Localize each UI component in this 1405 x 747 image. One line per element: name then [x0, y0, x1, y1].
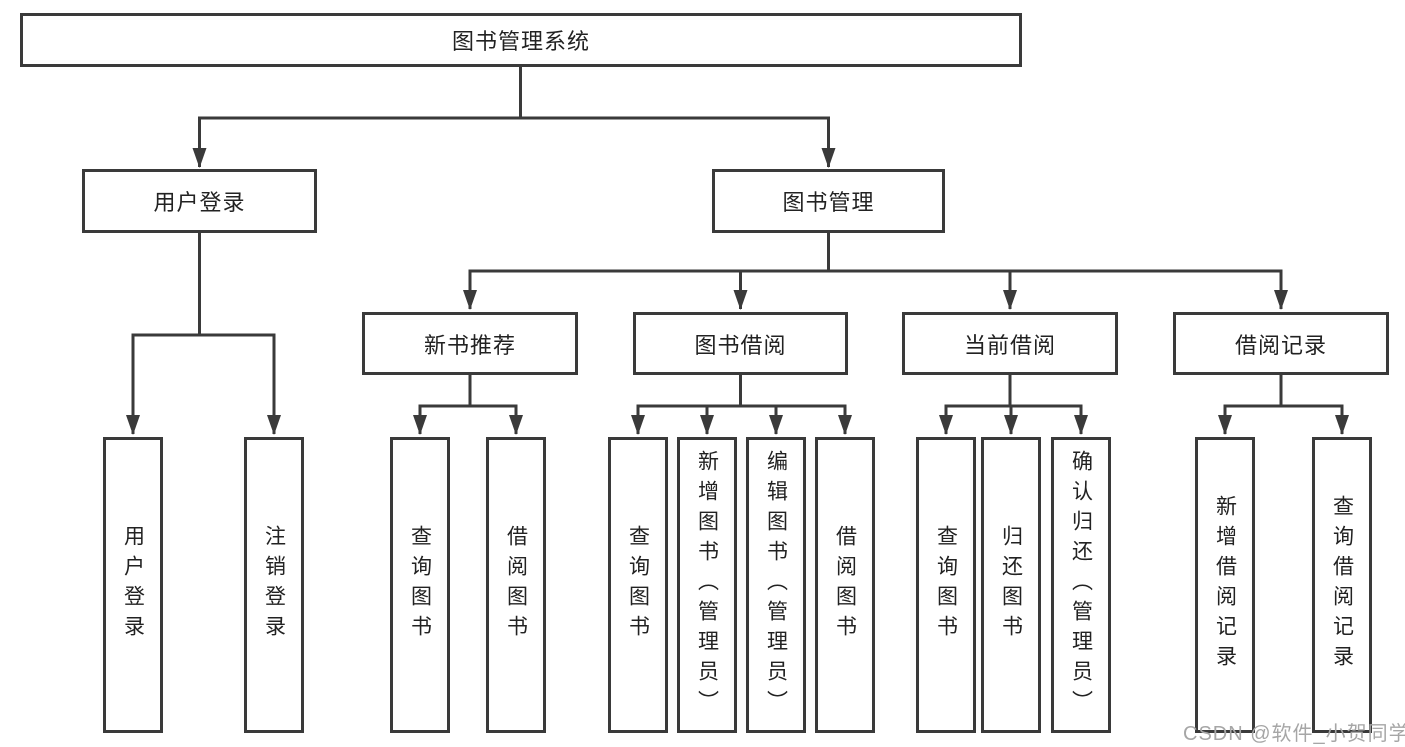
leaf-bb-edit-books-admin: 编辑图书（管理员）	[746, 437, 806, 733]
node-user-login: 用户登录	[82, 169, 317, 233]
connector-current-borrow-children	[939, 375, 1088, 435]
leaf-cb-query-books: 查询图书	[916, 437, 976, 733]
leaf-logout: 注销登录	[244, 437, 304, 733]
leaf-bb-query-books: 查询图书	[608, 437, 668, 733]
leaf-bb-add-books-admin: 新增图书（管理员）	[677, 437, 737, 733]
leaf-nbr-borrow-books: 借阅图书	[486, 437, 546, 733]
leaf-br-query-record: 查询借阅记录	[1312, 437, 1372, 733]
node-root-system: 图书管理系统	[20, 13, 1022, 67]
leaf-bb-borrow-books: 借阅图书	[815, 437, 875, 733]
connector-root-to-level2	[192, 67, 836, 168]
leaf-br-add-record: 新增借阅记录	[1195, 437, 1255, 733]
connector-borrow-records-children	[1218, 375, 1349, 435]
connector-new-book-rec-children	[413, 375, 523, 435]
leaf-cb-return-books: 归还图书	[981, 437, 1041, 733]
leaf-cb-confirm-return-admin: 确认归还（管理员）	[1051, 437, 1111, 733]
node-book-mgmt: 图书管理	[712, 169, 945, 233]
connector-book-mgmt-to-level3	[463, 232, 1288, 310]
node-current-borrow: 当前借阅	[902, 312, 1118, 375]
leaf-nbr-query-books: 查询图书	[390, 437, 450, 733]
node-borrow-records: 借阅记录	[1173, 312, 1389, 375]
node-book-borrow: 图书借阅	[633, 312, 848, 375]
connector-user-login-children	[126, 233, 281, 435]
node-new-book-rec: 新书推荐	[362, 312, 578, 375]
leaf-user-login: 用户登录	[103, 437, 163, 733]
csdn-watermark: CSDN @软件_小贺同学	[1183, 723, 1405, 745]
connector-book-borrow-children	[631, 375, 852, 435]
